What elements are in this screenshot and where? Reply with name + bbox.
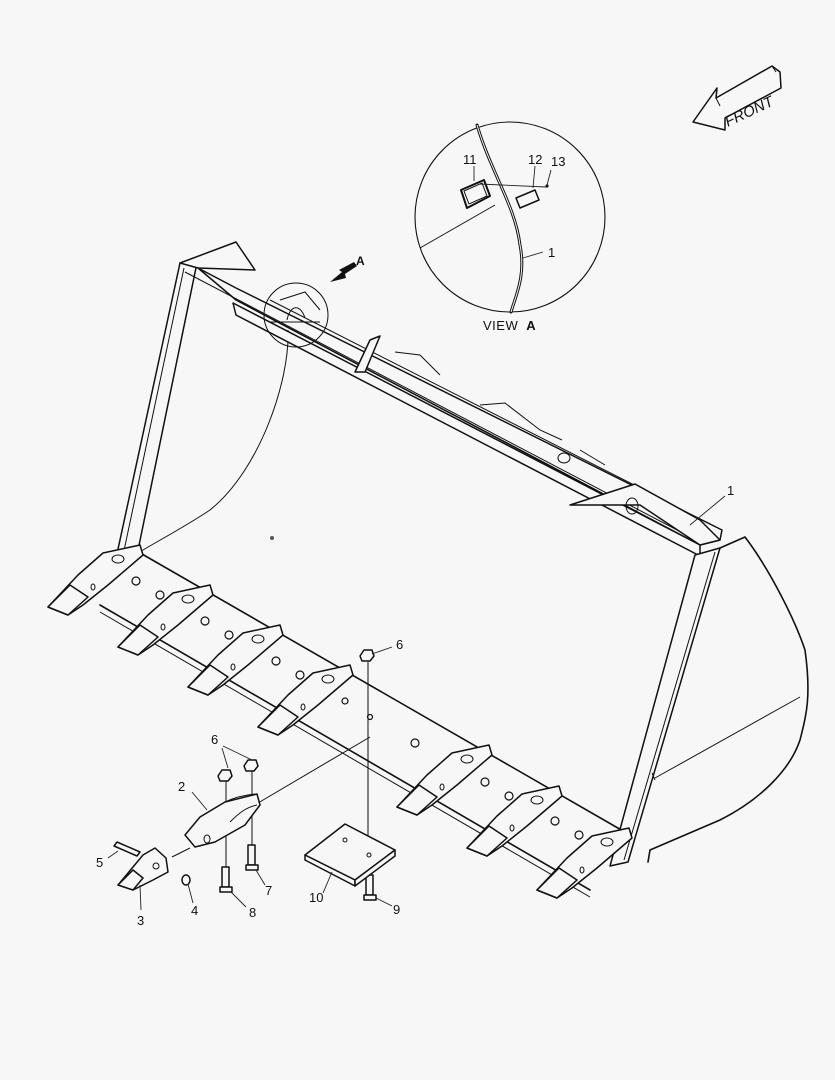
tooth	[536, 827, 633, 899]
callout-9-bolt: 9	[393, 902, 401, 917]
callout-11: 11	[463, 152, 477, 167]
callout-7-bolt: 7	[265, 883, 273, 898]
callout-12: 12	[528, 152, 543, 167]
callout-8-bolt: 8	[249, 905, 257, 920]
callout-6-nut-right: 6	[396, 637, 404, 652]
callout-3-tooth-point: 3	[137, 913, 145, 928]
tooth	[117, 584, 214, 656]
pin-part	[113, 841, 141, 857]
nut-part	[217, 769, 233, 782]
view-a-arrow-icon	[330, 262, 357, 282]
nut-part	[243, 759, 259, 772]
wear-plate-part	[304, 823, 396, 887]
callout-6-nut: 6	[211, 732, 219, 747]
leader-lines	[107, 495, 726, 911]
tooth	[47, 544, 144, 616]
callout-1-view: 1	[548, 245, 556, 260]
callout-5-pin: 5	[96, 855, 104, 870]
front-arrow-icon: FRONT	[692, 65, 782, 131]
tooth	[396, 744, 493, 816]
adapter-part	[184, 793, 261, 848]
nut-part	[359, 649, 375, 662]
exploded-parts	[113, 649, 396, 901]
view-a-label: VIEW A	[483, 318, 536, 333]
tooth-row	[47, 544, 633, 899]
tooth	[187, 624, 284, 696]
callout-2-adapter: 2	[178, 779, 186, 794]
bolt-part	[363, 874, 377, 901]
bucket-cutting-edge	[99, 536, 631, 898]
view-a-detail	[414, 121, 606, 314]
bucket-top-beam	[184, 267, 723, 557]
callout-10-wear-plate: 10	[309, 890, 324, 905]
bolt-part	[245, 844, 259, 871]
tooth	[466, 785, 563, 857]
bucket-right-side	[609, 536, 809, 867]
view-prefix: VIEW	[483, 318, 519, 333]
bucket-left-side	[114, 241, 289, 564]
tooth-point-part	[117, 847, 169, 891]
tooth	[257, 664, 354, 736]
bolt-part	[219, 866, 233, 893]
view-letter: A	[526, 318, 537, 333]
callout-13: 13	[551, 154, 566, 169]
callout-4-retainer: 4	[191, 903, 199, 918]
callout-1-bucket: 1	[727, 483, 735, 498]
retainer-part	[181, 874, 191, 886]
view-arrow-letter: A	[356, 254, 365, 268]
